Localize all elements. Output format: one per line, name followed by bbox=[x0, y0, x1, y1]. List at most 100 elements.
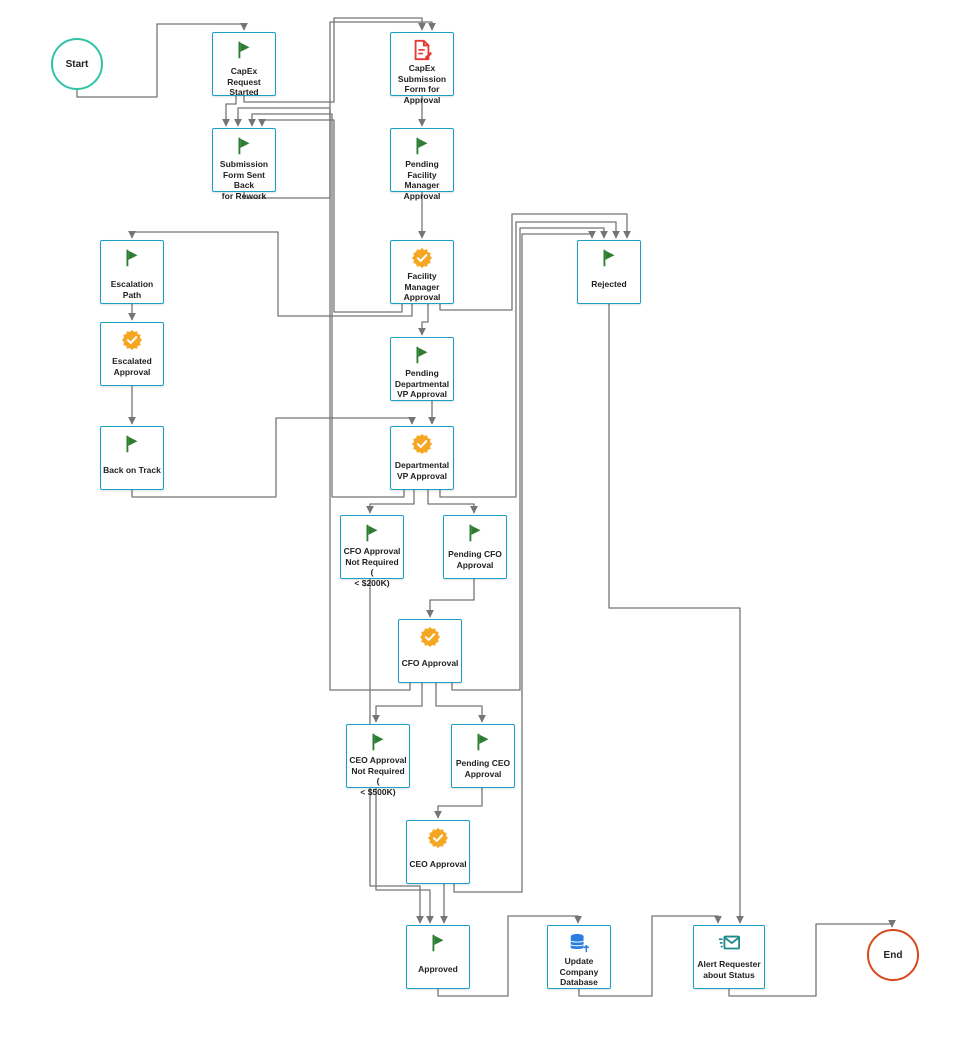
node-label: CEO Approval bbox=[409, 859, 467, 870]
node-n14[interactable]: CFO Approval bbox=[398, 619, 462, 683]
edge-n14-n15[interactable] bbox=[372, 683, 423, 723]
node-label-line: Company bbox=[559, 966, 599, 977]
node-label-line: < $500K) bbox=[360, 786, 396, 797]
flag-icon bbox=[372, 733, 384, 751]
flag-icon bbox=[126, 249, 138, 267]
edge-n1-n2[interactable] bbox=[243, 17, 426, 103]
edge-n17-n3[interactable] bbox=[453, 230, 596, 893]
edge-n11-n12[interactable] bbox=[366, 490, 415, 514]
edge-n1-n3[interactable] bbox=[222, 96, 237, 127]
end-event[interactable]: End bbox=[867, 929, 919, 981]
edge-n13-n14[interactable] bbox=[426, 579, 475, 618]
database-upload-icon bbox=[570, 933, 590, 953]
edge-n10-n11[interactable] bbox=[131, 416, 416, 498]
flag-icon bbox=[469, 524, 481, 542]
edge-n6-n5[interactable] bbox=[258, 118, 403, 313]
node-label-line: CEO Approval bbox=[349, 755, 407, 765]
edge-n20-end[interactable] bbox=[728, 919, 896, 997]
start-event[interactable]: Start bbox=[51, 38, 103, 90]
edge-n15-n18[interactable] bbox=[375, 788, 434, 924]
node-label-line: Approval bbox=[403, 190, 441, 201]
node-label-line: CapEx Request bbox=[227, 66, 261, 87]
form-document-icon bbox=[414, 39, 433, 61]
node-label-line: Escalated bbox=[112, 356, 152, 366]
edge-n6-n3[interactable] bbox=[128, 230, 413, 317]
edge-n11-n13[interactable] bbox=[427, 490, 478, 514]
node-label-line: VP Approval bbox=[396, 389, 448, 399]
flag-icon bbox=[126, 435, 138, 453]
node-label-line: Update bbox=[564, 956, 594, 966]
node-n17[interactable]: CEO Approval bbox=[406, 820, 470, 884]
edge-n7-n20[interactable] bbox=[608, 304, 744, 924]
node-label-line: Pending CEO bbox=[455, 758, 511, 768]
approval-badge-icon bbox=[121, 329, 143, 351]
node-label-line: for Rework bbox=[221, 190, 267, 201]
edge-n18-n19[interactable] bbox=[437, 915, 582, 997]
node-label-line: Facility bbox=[407, 169, 437, 180]
node-label: Rejected bbox=[580, 279, 638, 290]
node-label-line: Pending CFO bbox=[448, 549, 502, 559]
node-label-line: Departmental bbox=[394, 460, 450, 470]
node-label-line: Submission bbox=[397, 73, 447, 84]
edge-n14-n16[interactable] bbox=[435, 683, 486, 723]
node-n10[interactable]: Back on Track bbox=[100, 426, 164, 490]
email-send-icon bbox=[718, 935, 740, 950]
edge-n14-n7[interactable] bbox=[451, 227, 608, 691]
node-label-line: about Status bbox=[703, 969, 755, 980]
node-label-line: Rejected bbox=[591, 279, 627, 289]
edge-n11-n3[interactable] bbox=[248, 113, 405, 498]
edge-n6-n7[interactable] bbox=[439, 213, 631, 311]
node-label: Escalation Path bbox=[103, 279, 161, 300]
node-n7[interactable]: Rejected bbox=[577, 240, 641, 304]
edge-start-n1[interactable] bbox=[76, 22, 248, 98]
node-label: CFO Approval bbox=[401, 658, 459, 669]
node-label-line: < $200K) bbox=[354, 577, 390, 588]
edge-n6-n9[interactable] bbox=[418, 304, 429, 336]
node-label-line: Not Required ( bbox=[345, 556, 399, 578]
flag-icon bbox=[238, 137, 250, 155]
node-n18[interactable]: Approved bbox=[406, 925, 470, 989]
node-label-line: CFO Approval bbox=[343, 546, 401, 556]
flag-icon bbox=[416, 346, 428, 364]
node-label-line: Back on Track bbox=[103, 465, 161, 475]
node-n5[interactable]: Escalation Path bbox=[100, 240, 164, 304]
start-label: Start bbox=[65, 58, 89, 70]
node-label-line: Approval bbox=[403, 292, 441, 302]
node-label-line: Started bbox=[229, 87, 259, 97]
node-label-line: Database bbox=[560, 977, 598, 987]
edge-n11-n7[interactable] bbox=[439, 221, 620, 498]
edge-n19-n20[interactable] bbox=[578, 915, 722, 997]
approval-badge-icon bbox=[427, 827, 449, 849]
edge-n16-n17[interactable] bbox=[434, 788, 483, 819]
edge-n14-n3[interactable] bbox=[234, 107, 411, 691]
node-label-line: Approval bbox=[113, 366, 151, 377]
approval-badge-icon bbox=[419, 626, 441, 648]
flag-icon bbox=[416, 137, 428, 155]
